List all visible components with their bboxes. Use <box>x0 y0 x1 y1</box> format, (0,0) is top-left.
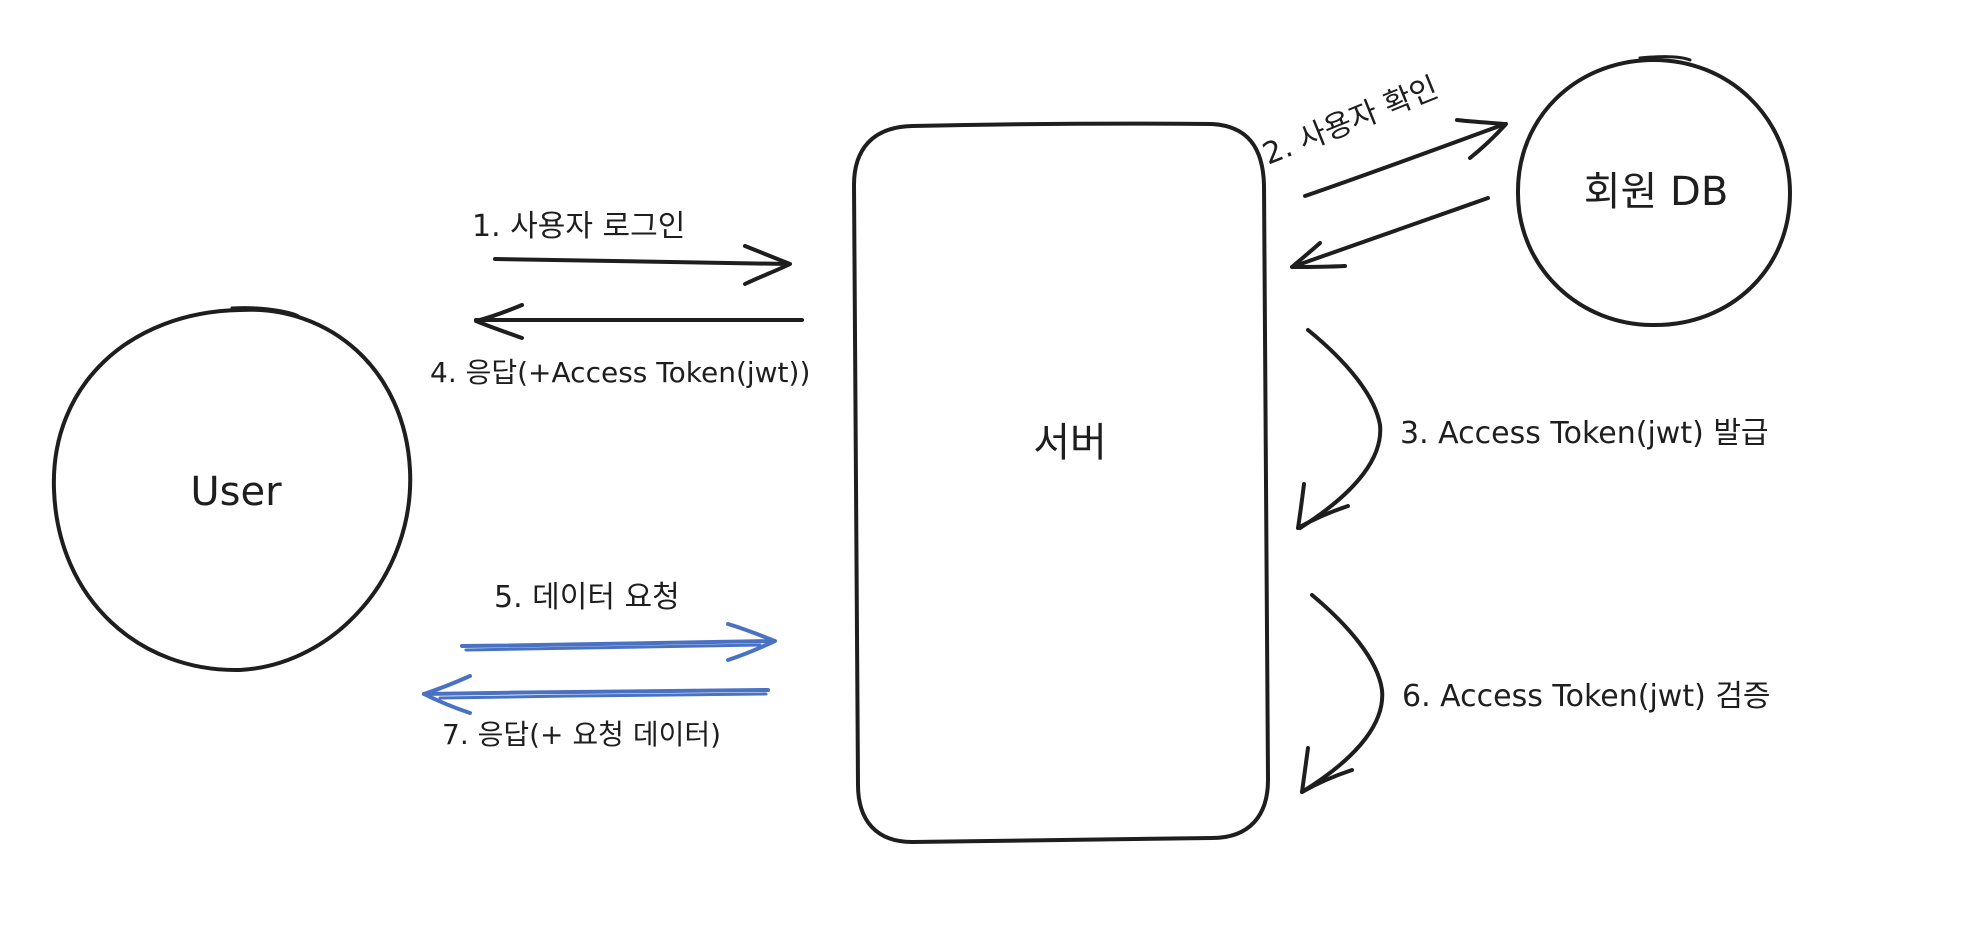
member-db-overstroke <box>1638 55 1692 62</box>
user-circle <box>51 307 413 673</box>
step-4-arrow <box>474 303 804 340</box>
db-return-arrow-line <box>1290 196 1490 269</box>
step-5-arrow-line <box>460 639 776 648</box>
step-7-arrow-head <box>422 674 472 715</box>
db-return-arrow <box>1290 196 1490 269</box>
step-2-arrow <box>1303 118 1508 198</box>
step-4-label: 4. 응답(+Access Token(jwt)) <box>430 356 810 389</box>
server-node: 서버 <box>852 121 1270 844</box>
step-6-arrow-line <box>1300 593 1385 794</box>
step-1-label: 1. 사용자 로그인 <box>472 209 685 244</box>
db-return-arrow-head <box>1290 241 1347 269</box>
member-db-node: 회원 DB <box>1515 55 1792 328</box>
step-7-label: 7. 응답(+ 요청 데이터) <box>442 718 721 751</box>
user-node: User <box>51 306 413 673</box>
step-5-arrow <box>460 622 777 662</box>
step-3-arrow-line <box>1298 328 1383 530</box>
member-db-circle <box>1515 57 1792 328</box>
step-3-arrow <box>1296 328 1383 530</box>
step-4-arrow-head <box>474 303 524 340</box>
step-6-arrow-head <box>1300 746 1354 794</box>
step-5-arrow-head <box>726 622 777 662</box>
server-label: 서버 <box>1033 420 1107 466</box>
user-circle-overstroke <box>230 306 302 320</box>
member-db-label: 회원 DB <box>1584 169 1729 215</box>
user-label: User <box>190 469 282 515</box>
step-2-arrow-line <box>1303 122 1507 198</box>
step-3-label: 3. Access Token(jwt) 발급 <box>1400 416 1769 451</box>
step-7-arrow-line-double <box>438 692 768 700</box>
step-2-arrow-head <box>1455 118 1508 160</box>
step-6-arrow <box>1300 593 1385 794</box>
server-box <box>852 121 1270 844</box>
step-1-arrow <box>493 244 792 286</box>
step-1-arrow-head <box>743 244 792 286</box>
step-6-label: 6. Access Token(jwt) 검증 <box>1402 679 1771 714</box>
step-5-label: 5. 데이터 요청 <box>494 580 680 615</box>
step-7-arrow-line <box>422 688 770 696</box>
step-1-arrow-line <box>493 257 790 266</box>
step-5-arrow-line-double <box>464 643 762 652</box>
step-3-arrow-head <box>1296 482 1350 530</box>
step-7-arrow <box>422 674 770 715</box>
